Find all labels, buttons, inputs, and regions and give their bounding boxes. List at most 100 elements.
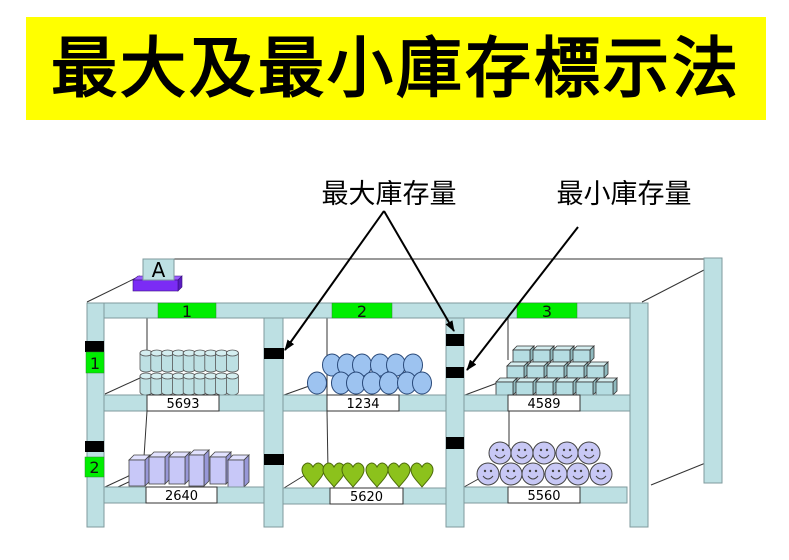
quantity-box <box>326 394 400 412</box>
smiley-eye <box>506 469 510 473</box>
box-front <box>209 456 227 485</box>
smiley-eye <box>545 448 549 452</box>
smiley-face <box>532 441 556 465</box>
cylinder-top <box>171 349 185 357</box>
cylinder-item <box>182 349 196 373</box>
smiley-mouth <box>550 475 562 480</box>
row-label-1: 1 <box>90 354 100 373</box>
smiley-face <box>555 441 579 465</box>
cylinder-top <box>171 372 185 380</box>
cube-item <box>495 377 518 396</box>
level-marker <box>85 441 104 452</box>
smiley-item <box>555 441 579 465</box>
box-item <box>188 449 210 487</box>
row-label-2: 2 <box>89 458 99 477</box>
smiley-eye <box>590 448 594 452</box>
cylinder-item <box>225 349 239 373</box>
cylinder-item <box>139 372 153 396</box>
cylinder-top <box>182 349 196 357</box>
smiley-eye <box>512 469 516 473</box>
smiley-mouth <box>505 475 517 480</box>
smiley-item <box>510 441 534 465</box>
cell-items-r1c2 <box>307 353 432 395</box>
smiley-eye <box>489 469 493 473</box>
quantity-box <box>146 394 220 412</box>
cylinder-top <box>150 349 164 357</box>
cell-items-r2c3 <box>476 441 613 486</box>
quantity-label-r1c2: 1234 <box>326 394 400 412</box>
oval-item <box>379 371 399 395</box>
stored-items <box>128 345 618 488</box>
heart-item <box>341 462 365 488</box>
cell-items-r1c1 <box>139 349 239 396</box>
area-tag-box <box>142 258 175 281</box>
cube-front <box>546 365 565 379</box>
cube-item <box>586 361 609 379</box>
quantity-label-r1c1: 5693 <box>146 394 220 412</box>
bay-interior-lines <box>104 318 510 489</box>
cylinder-item <box>139 349 153 373</box>
smiley-face <box>577 441 601 465</box>
smiley-mouth <box>482 475 494 480</box>
cube-front <box>506 365 525 379</box>
cylinder-top <box>161 349 175 357</box>
cylinder-item <box>215 372 229 396</box>
quantity-labels: 5693 1234 4589 2640 5620 5560 <box>145 394 581 505</box>
max-level-marker <box>264 348 284 359</box>
smiley-eye <box>483 469 487 473</box>
smiley-mouth <box>516 454 528 459</box>
level-marker <box>85 341 104 352</box>
cube-item <box>555 377 578 396</box>
cube-item <box>515 377 538 396</box>
cylinder-item <box>204 349 218 373</box>
smiley-item <box>521 462 545 486</box>
rack-back-post <box>703 257 723 484</box>
bay-back-line <box>326 410 329 471</box>
cube-front <box>595 381 614 396</box>
cell-items-r2c1 <box>128 449 250 488</box>
cylinder-item <box>171 349 185 373</box>
min-stock-arrow <box>466 226 579 371</box>
quantity-value: 4589 <box>527 397 560 412</box>
heart-item <box>322 462 346 488</box>
smiley-mouth <box>494 454 506 459</box>
cube-front <box>575 381 594 396</box>
smiley-item <box>566 462 590 486</box>
title-banner: 最大及最小庫存標示法 <box>26 17 766 120</box>
smiley-eye <box>568 448 572 452</box>
level-marker <box>446 437 464 449</box>
smiley-face <box>521 462 545 486</box>
bay-floor-diagonal <box>283 474 306 489</box>
cylinder-top <box>204 372 218 380</box>
quantity-label-r2c1: 2640 <box>145 486 218 504</box>
column-label-1: 1 <box>182 302 192 321</box>
min-level-marker <box>446 367 464 378</box>
box-front <box>168 456 186 485</box>
cylinder-item <box>193 372 207 396</box>
cylinder-top <box>182 372 196 380</box>
smiley-eye <box>602 469 606 473</box>
min-stock-label: 最小庫存量 <box>557 179 692 210</box>
cube-item <box>526 361 549 379</box>
smiley-item <box>589 462 613 486</box>
rack-right-depth-edge-top <box>641 269 705 303</box>
max-stock-arrow-left <box>284 210 385 351</box>
rack-post-right <box>629 302 649 528</box>
smiley-item <box>577 441 601 465</box>
cylinder-top <box>161 372 175 380</box>
max-stock-arrow-right <box>383 210 455 332</box>
rack-post-middle-2 <box>445 317 465 528</box>
smiley-eye <box>579 469 583 473</box>
smiley-eye <box>551 469 555 473</box>
cube-front <box>495 381 514 396</box>
oval-item <box>362 371 382 395</box>
cube-item <box>552 345 575 363</box>
oval-item <box>307 371 327 395</box>
box-side <box>203 449 210 487</box>
cube-front <box>572 349 591 363</box>
column-label-3: 3 <box>542 302 552 321</box>
cylinder-top <box>215 372 229 380</box>
cube-front <box>535 381 554 396</box>
cube-front <box>552 349 571 363</box>
